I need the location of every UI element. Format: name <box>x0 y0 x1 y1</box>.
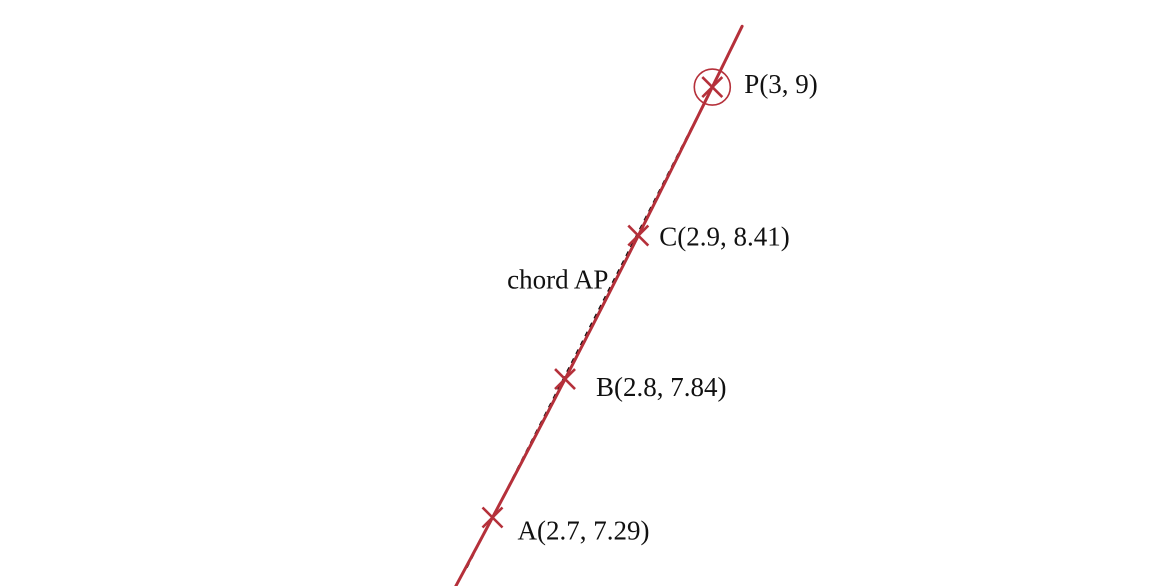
chord-ap-label: chord AP <box>507 265 608 295</box>
point-p-marker <box>693 68 732 106</box>
point-c-label: C(2.9, 8.41) <box>659 222 790 252</box>
point-a-label: A(2.7, 7.29) <box>518 516 650 546</box>
point-p-label: P(3, 9) <box>744 69 818 99</box>
point-c-marker <box>627 224 650 247</box>
point-b-marker <box>554 368 576 390</box>
point-b-label: B(2.8, 7.84) <box>596 372 727 402</box>
points-layer: A(2.7, 7.29) B(2.8, 7.84) C(2.9, 8.41) P(3,… <box>481 68 818 546</box>
point-p-ring <box>693 68 732 106</box>
point-a-marker <box>481 506 504 529</box>
parabola-curve <box>454 24 744 586</box>
